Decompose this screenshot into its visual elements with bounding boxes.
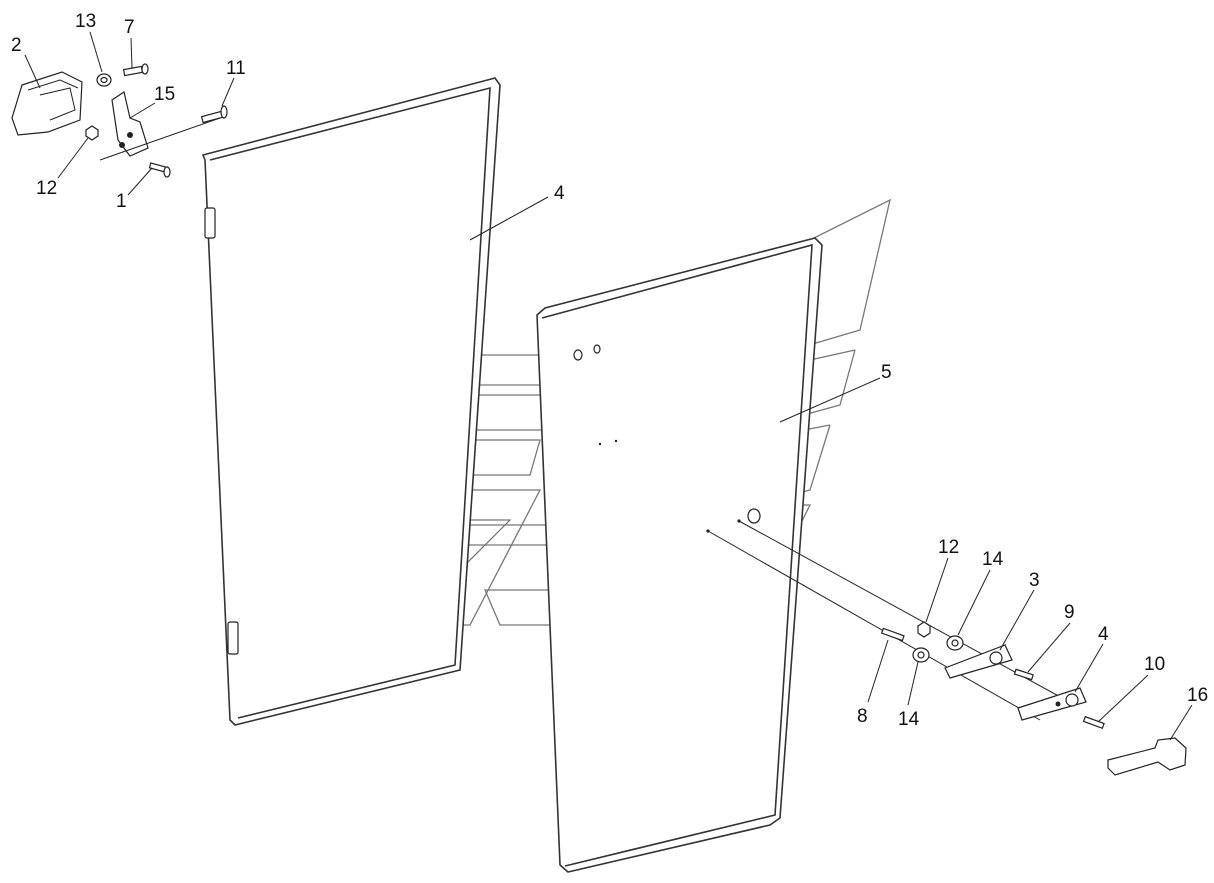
callout-3: 3 <box>1029 570 1040 591</box>
leader-lines <box>24 31 1193 741</box>
callout-14-top: 14 <box>982 549 1004 570</box>
nut-12-right <box>917 621 931 638</box>
handle-16 <box>1107 737 1187 776</box>
latch-housing <box>11 71 83 136</box>
callout-7: 7 <box>124 17 135 38</box>
callout-4-right: 4 <box>1098 624 1109 645</box>
callout-9: 9 <box>1064 602 1075 623</box>
glass-pane-right <box>536 237 823 873</box>
glass-pane-left <box>201 77 501 726</box>
callout-4-left: 4 <box>554 183 565 204</box>
latch-assembly <box>11 63 228 178</box>
callout-11: 11 <box>226 58 246 79</box>
callout-8: 8 <box>857 706 868 727</box>
callout-14-bottom: 14 <box>898 709 920 730</box>
pin-9 <box>1013 668 1034 681</box>
callout-10: 10 <box>1144 654 1165 675</box>
callout-12-left: 12 <box>36 178 57 199</box>
lever-15 <box>111 91 149 157</box>
callout-5: 5 <box>881 362 892 383</box>
callout-12-right: 12 <box>938 537 959 558</box>
callout-2: 2 <box>11 35 22 56</box>
callout-13: 13 <box>75 11 96 32</box>
callout-15: 15 <box>154 84 175 105</box>
pin-10 <box>1082 715 1105 730</box>
callout-16: 16 <box>1187 685 1208 706</box>
callout-labels: 2 13 7 11 15 12 1 4 5 12 14 3 9 4 10 16 … <box>11 11 1208 730</box>
pin-8 <box>880 627 905 642</box>
callout-1: 1 <box>116 191 127 212</box>
handle-assembly <box>707 520 1187 776</box>
